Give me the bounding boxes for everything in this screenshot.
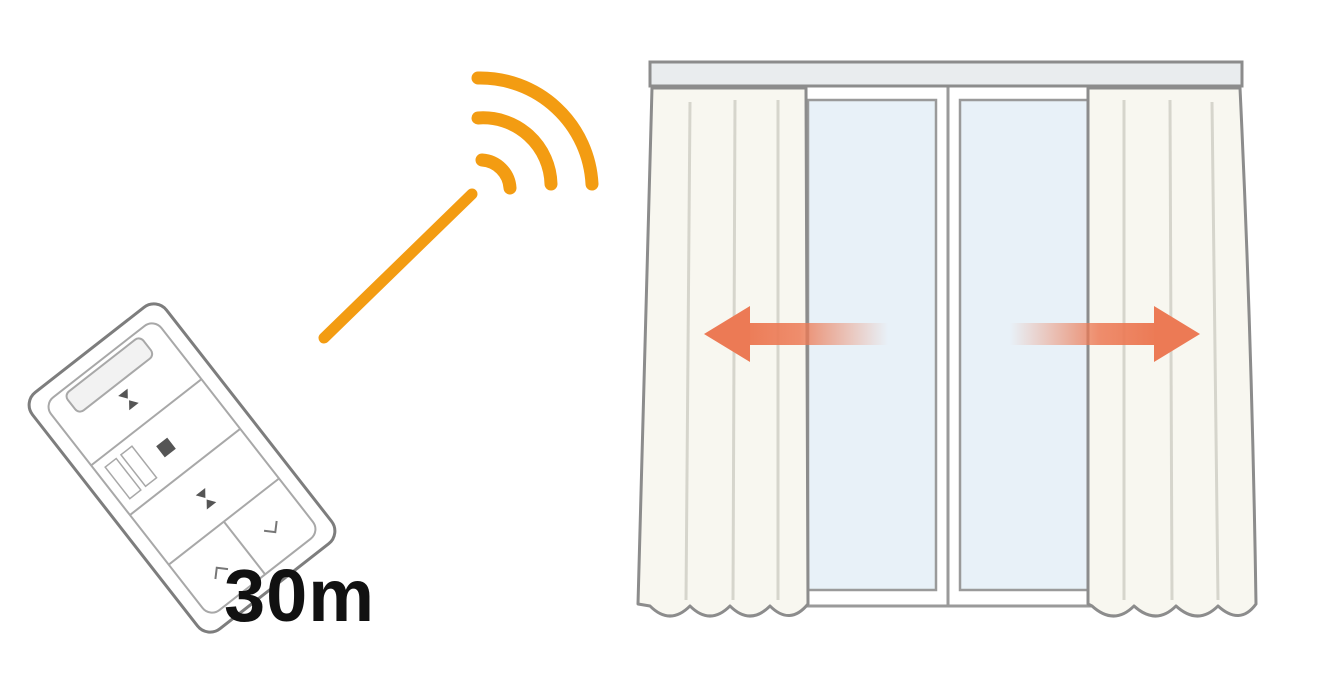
- arrow-left-icon: [704, 306, 888, 362]
- signal-beam: [318, 188, 478, 344]
- window: [792, 84, 1102, 608]
- wireless-signal-icon: [471, 71, 599, 195]
- stop-button-icon: [156, 437, 176, 458]
- right-curtain: [1086, 86, 1258, 618]
- battery-slot: [104, 445, 158, 500]
- remote-control-icon: [27, 302, 337, 634]
- chevron-down-icon: [263, 520, 278, 534]
- open-close-button-icon: [118, 388, 139, 411]
- curtain-rail: [648, 60, 1244, 88]
- arrow-right-icon: [1010, 306, 1200, 362]
- range-label: 30m: [224, 554, 376, 637]
- pause-button-icon: [195, 487, 217, 510]
- left-curtain: [636, 86, 810, 618]
- chevron-up-icon: [214, 566, 229, 580]
